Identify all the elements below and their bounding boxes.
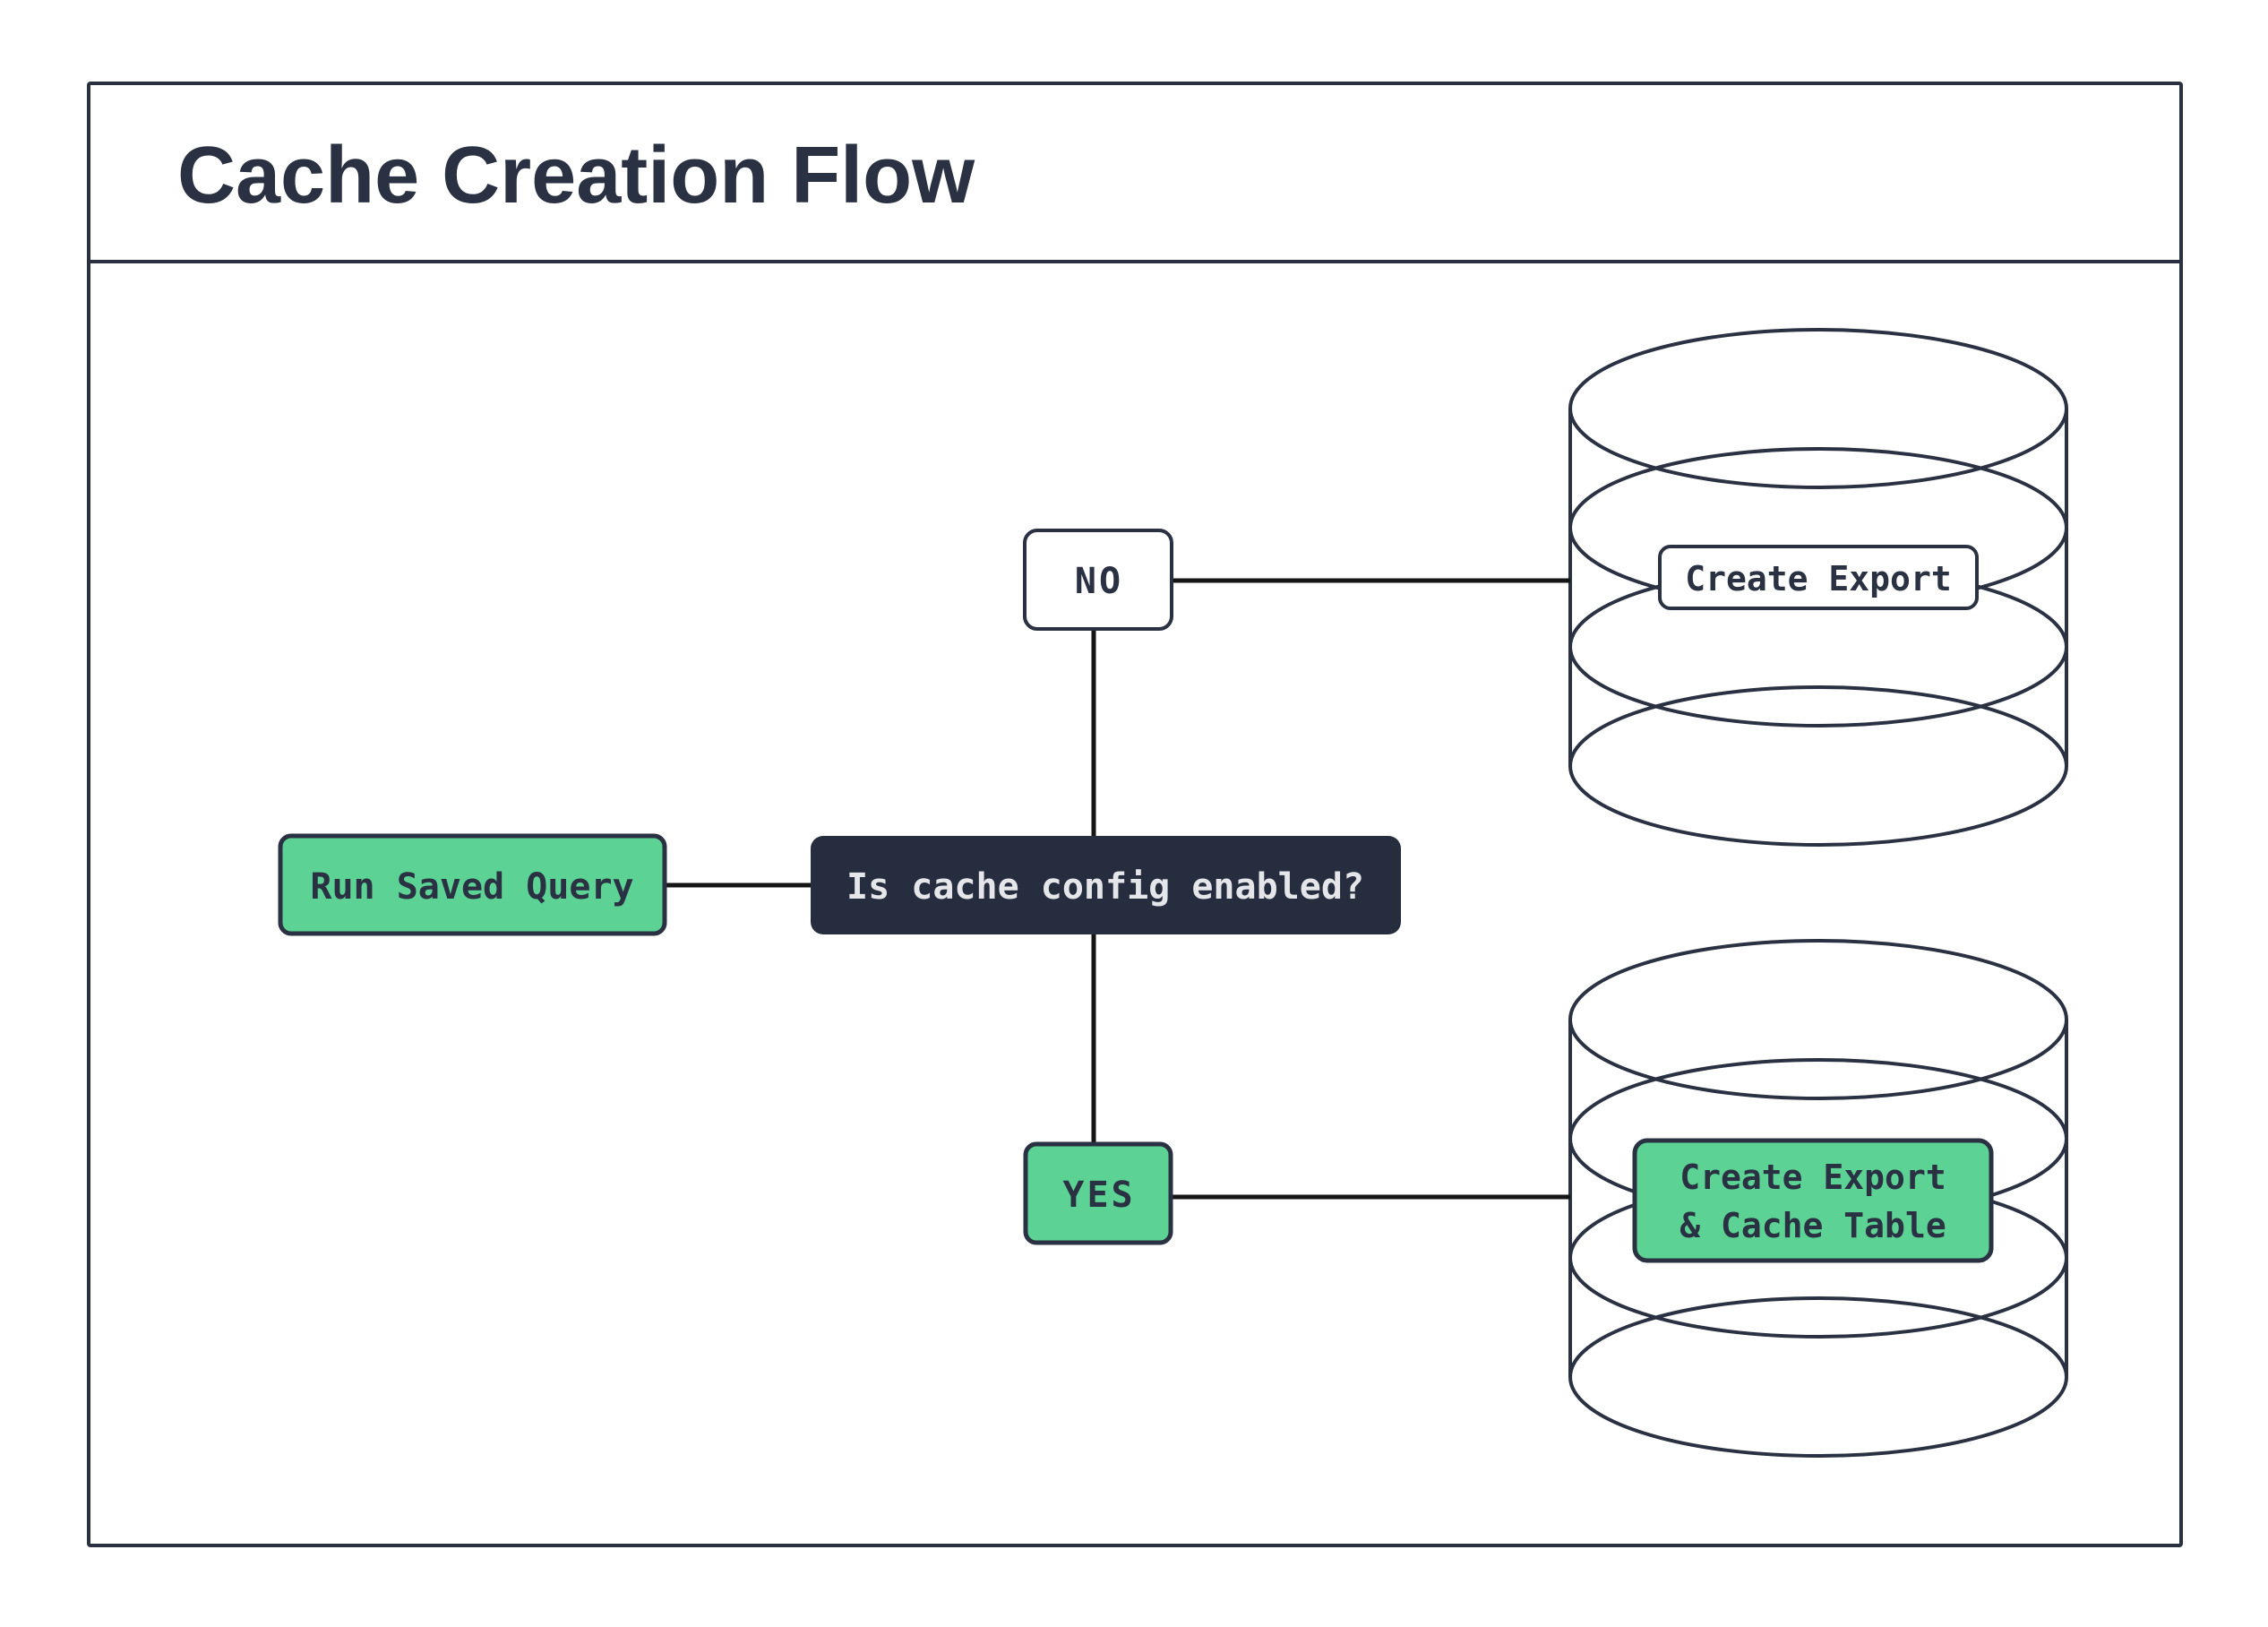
create-export-box xyxy=(1658,545,1979,610)
cylinder-disk xyxy=(1568,1296,2068,1458)
cylinder-disk xyxy=(1568,328,2068,489)
yes-label: YES xyxy=(1062,1175,1135,1216)
node-no: NO xyxy=(1023,529,1173,631)
page-title: Cache Creation Flow xyxy=(177,131,975,220)
create-export-cache-label-line2: & Cache Table xyxy=(1680,1206,1946,1245)
node-create-export-cache: Create Export & Cache Table xyxy=(1632,1138,1994,1263)
decision-label: Is cache config enabled? xyxy=(846,866,1364,908)
node-decision: Is cache config enabled? xyxy=(811,836,1401,934)
no-box xyxy=(1023,529,1173,631)
cylinder-disk xyxy=(1568,939,2068,1100)
yes-box xyxy=(1023,1141,1173,1245)
create-export-cache-label-line1: Create Export xyxy=(1680,1158,1946,1197)
create-export-label: Create Export xyxy=(1685,559,1951,598)
cylinder-disk xyxy=(1568,685,2068,847)
create-export-cache-box xyxy=(1632,1138,1994,1263)
decision-box xyxy=(811,836,1401,934)
run-saved-query-label: Run Saved Query xyxy=(310,866,633,908)
run-saved-query-box xyxy=(278,833,667,936)
diagram-frame xyxy=(87,82,2183,1547)
node-run-saved-query: Run Saved Query xyxy=(278,833,667,936)
no-label: NO xyxy=(1075,561,1123,602)
node-yes: YES xyxy=(1023,1141,1173,1245)
node-create-export: Create Export xyxy=(1658,545,1979,610)
